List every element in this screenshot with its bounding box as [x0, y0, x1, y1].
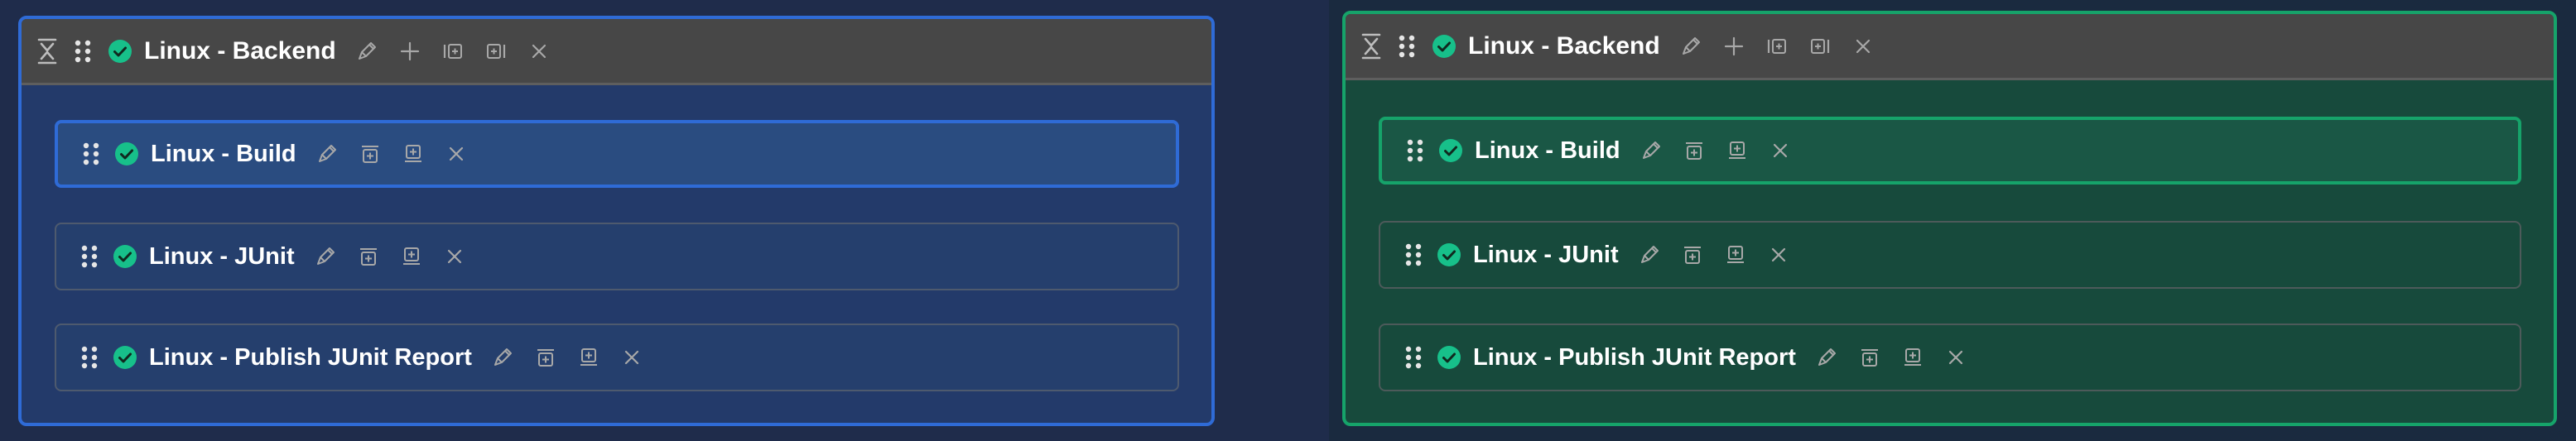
job-title: Linux - Publish JUnit Report: [149, 343, 472, 371]
stage-card-green[interactable]: Linux - Backend Linux - Build Linux - JU…: [1342, 11, 2557, 426]
job-title: Linux - Publish JUnit Report: [1473, 343, 1796, 371]
edit-icon[interactable]: [354, 39, 379, 64]
drag-handle-icon[interactable]: [1404, 137, 1427, 165]
drag-handle-icon[interactable]: [1402, 343, 1425, 371]
add-job-above-icon[interactable]: [1857, 345, 1882, 370]
edit-icon[interactable]: [1678, 34, 1703, 59]
check-circle-icon: [113, 244, 137, 269]
job-title: Linux - Build: [1475, 137, 1620, 164]
add-job-below-icon[interactable]: [1900, 345, 1925, 370]
edit-icon[interactable]: [1639, 138, 1664, 163]
add-job-above-icon[interactable]: [1680, 242, 1705, 267]
add-job-below-icon[interactable]: [576, 345, 601, 370]
job-title: Linux - Build: [151, 140, 296, 167]
add-job-below-icon[interactable]: [1723, 242, 1748, 267]
add-job-above-icon[interactable]: [1682, 138, 1707, 163]
drag-handle-icon[interactable]: [78, 242, 101, 271]
add-job-below-icon[interactable]: [401, 141, 426, 166]
close-icon[interactable]: [1851, 34, 1875, 59]
drag-handle-icon[interactable]: [71, 37, 94, 65]
job-card[interactable]: Linux - Publish JUnit Report: [55, 324, 1179, 391]
job-title: Linux - JUnit: [149, 242, 295, 270]
close-icon[interactable]: [1943, 345, 1968, 370]
job-card[interactable]: Linux - JUnit: [55, 223, 1179, 290]
drag-handle-icon[interactable]: [79, 140, 103, 168]
close-icon[interactable]: [1768, 138, 1793, 163]
check-circle-icon: [1437, 242, 1461, 267]
collapse-icon[interactable]: [35, 37, 60, 65]
collapse-icon[interactable]: [1359, 32, 1384, 60]
edit-icon[interactable]: [1814, 345, 1839, 370]
job-card[interactable]: Linux - Build: [55, 120, 1179, 188]
stage-card-blue[interactable]: Linux - Backend Linux - Build Linux - JU…: [18, 16, 1215, 426]
check-circle-icon: [1432, 34, 1457, 59]
close-icon[interactable]: [1766, 242, 1791, 267]
check-circle-icon: [114, 141, 139, 166]
drag-handle-icon[interactable]: [1402, 241, 1425, 269]
add-icon[interactable]: [1721, 34, 1746, 59]
add-job-below-icon[interactable]: [1725, 138, 1750, 163]
add-job-above-icon[interactable]: [358, 141, 383, 166]
close-icon[interactable]: [619, 345, 644, 370]
job-card[interactable]: Linux - Build: [1379, 117, 2521, 185]
insert-before-icon[interactable]: [441, 39, 465, 64]
add-icon[interactable]: [397, 39, 422, 64]
close-icon[interactable]: [442, 244, 467, 269]
drag-handle-icon[interactable]: [1395, 32, 1418, 60]
stage-title: Linux - Backend: [144, 36, 336, 65]
check-circle-icon: [113, 345, 137, 370]
edit-icon[interactable]: [313, 244, 338, 269]
job-card[interactable]: Linux - JUnit: [1379, 221, 2521, 289]
add-job-below-icon[interactable]: [399, 244, 424, 269]
edit-icon[interactable]: [315, 141, 339, 166]
stage-header: Linux - Backend: [1346, 14, 2554, 80]
insert-after-icon[interactable]: [1808, 34, 1832, 59]
check-circle-icon: [108, 39, 132, 64]
check-circle-icon: [1437, 345, 1461, 370]
add-job-above-icon[interactable]: [356, 244, 381, 269]
add-job-above-icon[interactable]: [533, 345, 558, 370]
job-title: Linux - JUnit: [1473, 241, 1619, 268]
job-card[interactable]: Linux - Publish JUnit Report: [1379, 324, 2521, 391]
insert-after-icon[interactable]: [484, 39, 508, 64]
stage-header: Linux - Backend: [22, 19, 1211, 85]
insert-before-icon[interactable]: [1765, 34, 1789, 59]
close-icon[interactable]: [527, 39, 551, 64]
edit-icon[interactable]: [1637, 242, 1662, 267]
drag-handle-icon[interactable]: [78, 343, 101, 371]
stage-title: Linux - Backend: [1468, 31, 1660, 60]
edit-icon[interactable]: [490, 345, 515, 370]
close-icon[interactable]: [444, 141, 469, 166]
check-circle-icon: [1438, 138, 1463, 163]
